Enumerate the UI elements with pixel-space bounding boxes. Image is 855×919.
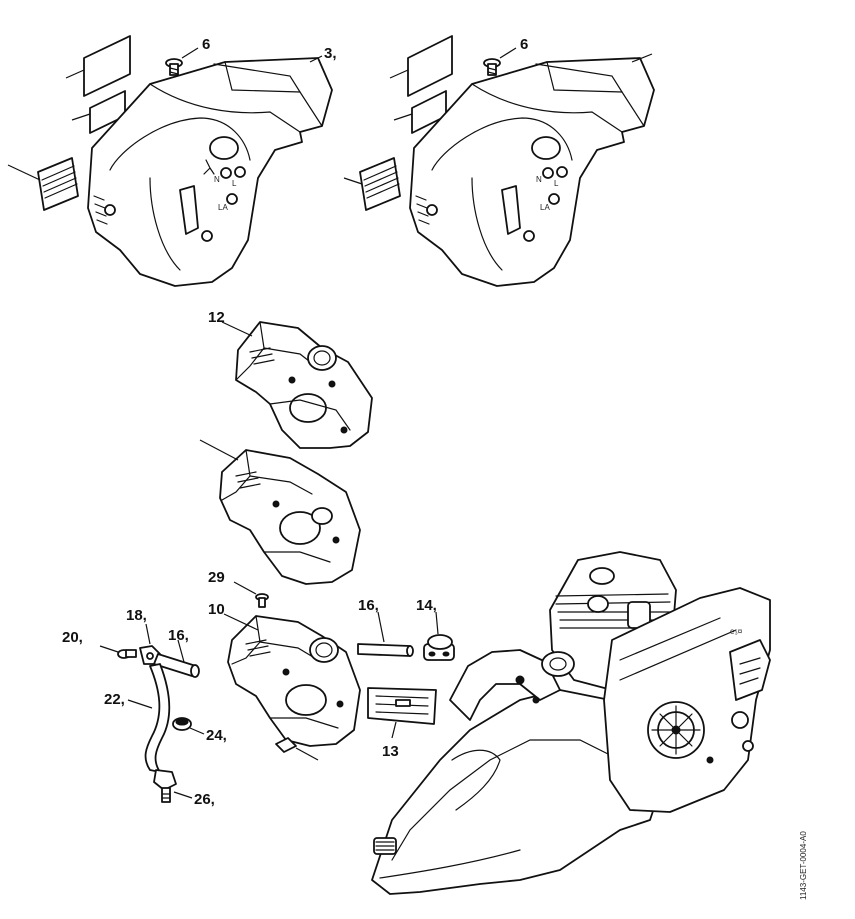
drawing-code: 1143-GET-0004-A0 — [799, 831, 808, 900]
callout-29: 29 — [208, 569, 225, 586]
screw-29 — [255, 593, 269, 608]
callout-20: 20, — [62, 629, 83, 646]
callout-12: 12 — [208, 309, 225, 326]
screw-6-left — [165, 58, 183, 76]
screw-6-right — [483, 58, 501, 76]
fitting-26 — [153, 769, 177, 803]
mark-la-left: LA — [218, 203, 228, 212]
carburetor-carrier-10 — [227, 615, 361, 761]
shroud-left: N L LA 6 3, — [7, 35, 337, 287]
mark-l-left: L — [232, 179, 237, 188]
mark-l-right: L — [554, 179, 559, 188]
hose-22 — [144, 663, 171, 773]
carburetor-carrier-middle — [219, 449, 361, 585]
callout-16-right: 16, — [358, 597, 379, 614]
callout-6-right: 6 — [520, 36, 528, 53]
shroud-right: N L LA 6 — [343, 35, 655, 287]
carburetor-carrier-12 — [235, 321, 373, 449]
filter-label-right — [359, 157, 401, 211]
callout-16-left: 16, — [168, 627, 189, 644]
callout-22: 22, — [104, 691, 125, 708]
callout-24: 24, — [206, 727, 227, 744]
callout-13: 13 — [382, 743, 399, 760]
callout-14: 14, — [416, 597, 437, 614]
chainsaw-assembly: e₃¤ — [371, 551, 771, 895]
decal-left-upper — [83, 35, 131, 97]
filter-label-left — [37, 157, 79, 211]
callout-26: 26, — [194, 791, 215, 808]
callout-10: 10 — [208, 601, 225, 618]
primer-bulb-14 — [423, 634, 455, 661]
mark-la-right: LA — [540, 203, 550, 212]
callout-3: 3, — [324, 45, 337, 62]
mark-n-right: N — [536, 175, 542, 184]
callout-6-left: 6 — [202, 36, 210, 53]
hose-assembly — [99, 623, 205, 803]
side-cover-mark: e₃¤ — [730, 627, 743, 636]
plate-13 — [367, 687, 437, 725]
mark-n-left: N — [214, 175, 220, 184]
grommet-24 — [172, 717, 192, 731]
decal-right-upper — [407, 35, 453, 97]
choke-icon-left — [203, 159, 215, 175]
hose-16-long — [357, 643, 414, 657]
callout-18: 18, — [126, 607, 147, 624]
screw-20 — [117, 649, 137, 659]
